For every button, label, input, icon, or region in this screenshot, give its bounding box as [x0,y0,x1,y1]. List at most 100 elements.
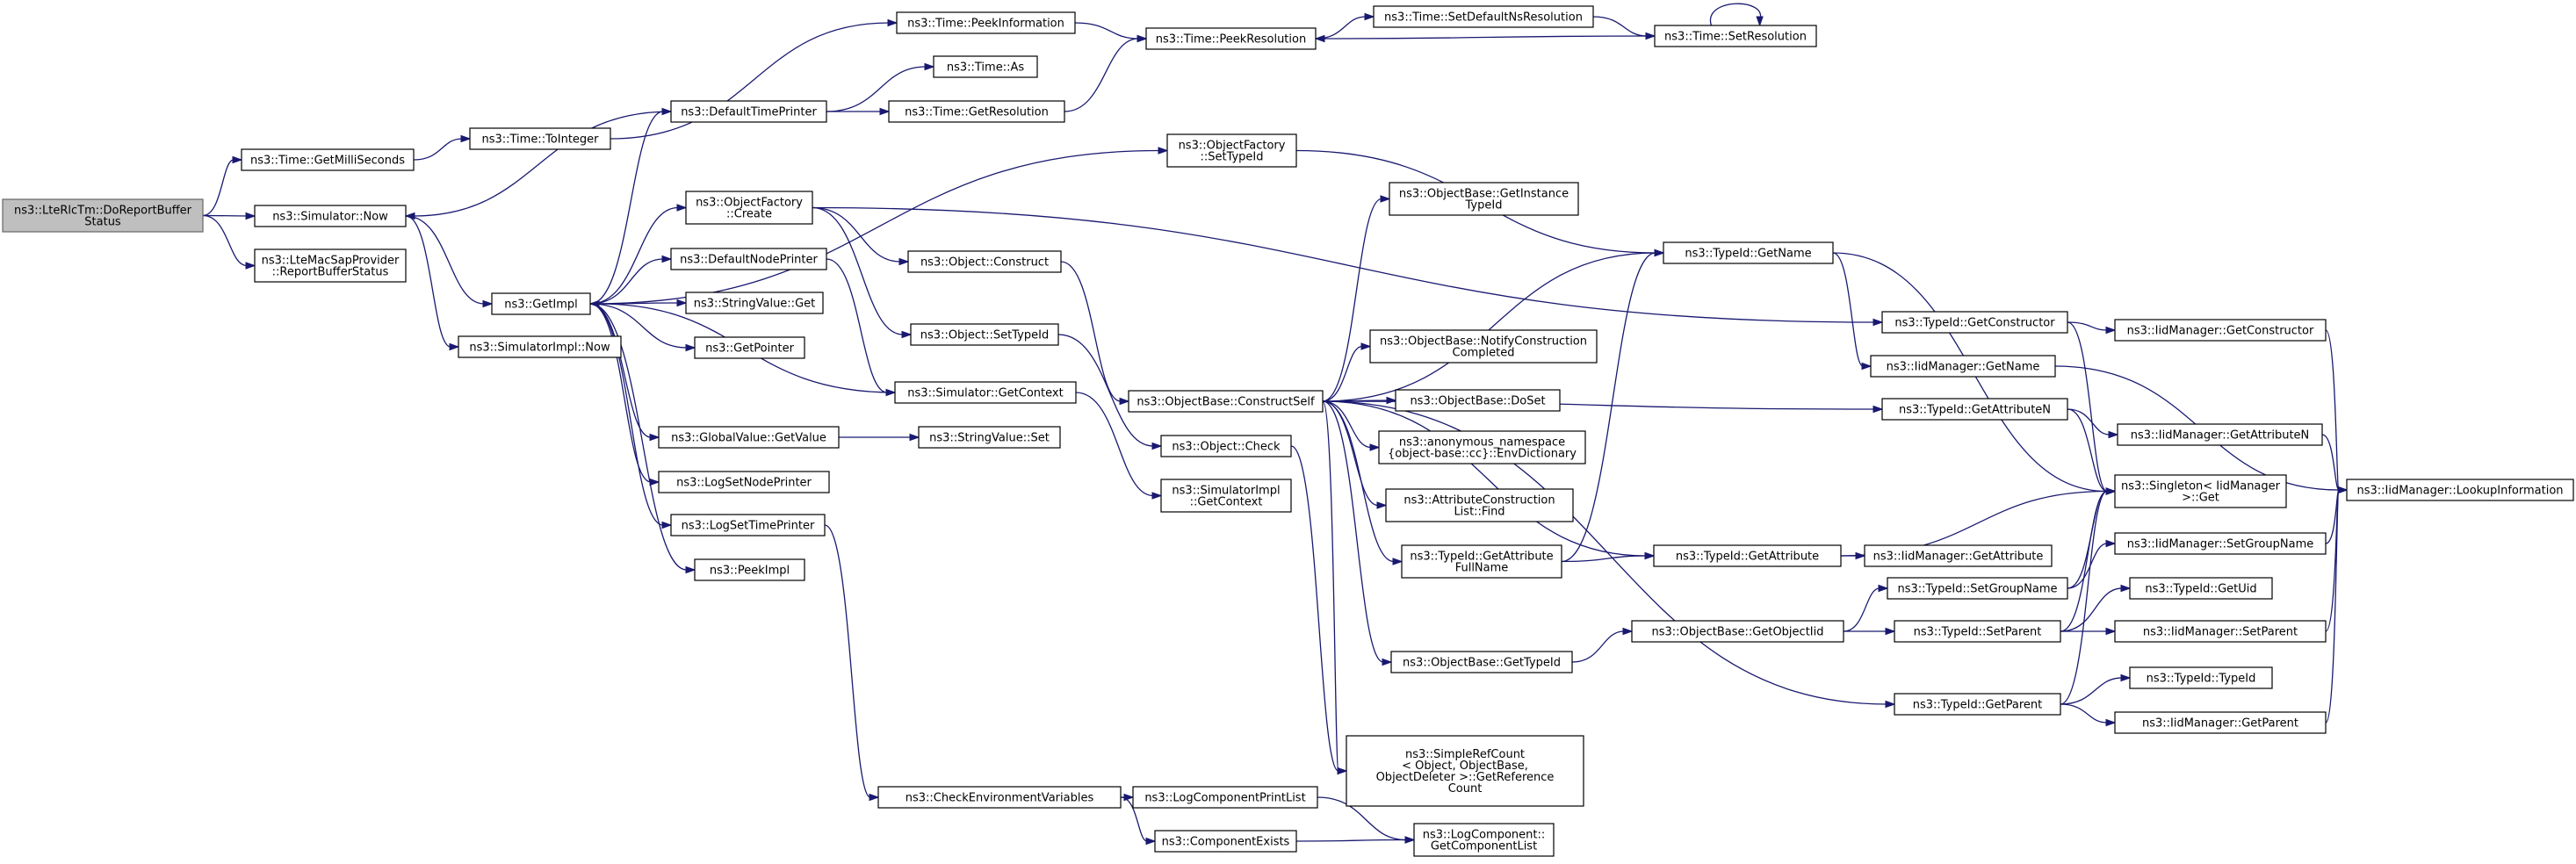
node-obgettid[interactable]: ns3::ObjectBase::GetTypeId [1390,651,1573,673]
node-label: ns3::GetPointer [705,342,794,356]
node-label: ns3::IidManager::GetAttributeN [2131,429,2310,443]
node-logtp[interactable]: ns3::LogSetTimePrinter [670,514,826,536]
node-tidgetattr[interactable]: ns3::TypeId::GetAttribute [1653,544,1842,567]
edge-line [405,215,485,305]
node-svget[interactable]: ns3::StringValue::Get [685,292,824,314]
node-label: ns3::Time::PeekResolution [1156,33,1306,47]
node-label: ns3::ComponentExists [1162,836,1290,849]
edge-line [589,206,679,305]
node-iidlookup[interactable]: ns3::IidManager::LookupInformation [2346,479,2574,501]
node-iidgetattr[interactable]: ns3::IidManager::GetAttribute [1864,544,2053,567]
node-lcgetlist[interactable]: ns3::LogComponent::GetComponentList [1413,823,1555,857]
node-objcheck[interactable]: ns3::Object::Check [1160,435,1292,457]
node-iidgetctor[interactable]: ns3::IidManager::GetConstructor [2114,319,2327,342]
arrowhead [460,134,472,143]
node-tidgetname[interactable]: ns3::TypeId::GetName [1663,241,1834,264]
node-simimplnow[interactable]: ns3::SimulatorImpl::Now [458,335,622,358]
node-getms[interactable]: ns3::Time::GetMilliSeconds [241,148,415,171]
arrowhead [1380,195,1391,203]
node-logcpl[interactable]: ns3::LogComponentPrintList [1132,786,1318,809]
node-label: ns3::Object::SetTypeId [920,329,1049,342]
node-simimplctx[interactable]: ns3::SimulatorImpl::GetContext [1160,479,1292,513]
node-peekinfo[interactable]: ns3::Time::PeekInformation [896,11,1076,34]
node-getptr[interactable]: ns3::GetPointer [694,336,805,359]
node-iidgetattrn[interactable]: ns3::IidManager::GetAttributeN [2117,423,2323,446]
node-box [469,127,611,150]
node-tidsetgroup[interactable]: ns3::TypeId::SetGroupName [1887,577,2068,600]
arrowhead [1654,248,1665,257]
node-box [1128,390,1324,413]
edge-line [2060,490,2108,705]
node-box [1378,430,1586,464]
node-box [1401,544,1562,579]
node-tidgetparent[interactable]: ns3::TypeId::GetParent [1894,693,2061,716]
edge-obcself-to-tidgetattrfull [1322,400,1403,565]
node-box [933,55,1038,78]
node-iidgetparent[interactable]: ns3::IidManager::GetParent [2114,711,2327,734]
node-label: ns3::LogComponent:: [1423,829,1546,842]
node-simnow[interactable]: ns3::Simulator::Now [254,205,407,227]
node-iidsetgroup[interactable]: ns3::IidManager::SetGroupName [2114,532,2327,555]
edge-line [812,206,1875,323]
edge-getimpl-to-ofsettid [589,147,1169,305]
edge-line [1315,16,1367,40]
node-gvget[interactable]: ns3::GlobalValue::GetValue [658,426,840,449]
edge-line [824,524,871,798]
node-tidgetuid[interactable]: ns3::TypeId::GetUid [2129,577,2273,600]
edge-line [589,258,664,305]
node-tidgetattrn[interactable]: ns3::TypeId::GetAttributeN [1881,398,2068,421]
node-objsettid[interactable]: ns3::Object::SetTypeId [910,323,1059,346]
node-getres[interactable]: ns3::Time::GetResolution [888,100,1065,123]
node-obnotify[interactable]: ns3::ObjectBase::NotifyConstructionCompl… [1369,329,1598,364]
node-tidsetparent[interactable]: ns3::TypeId::SetParent [1894,620,2061,643]
edge-ofcreate-to-objsettid [812,206,913,339]
node-peekres[interactable]: ns3::Time::PeekResolution [1145,27,1317,50]
node-ofcreate[interactable]: ns3::ObjectFactory::Create [685,191,813,225]
node-box [1166,133,1297,168]
edge-line [202,159,235,217]
node-iidgetname[interactable]: ns3::IidManager::GetName [1870,355,2056,378]
node-label: ns3::Time::ToInteger [481,133,599,147]
node-label: ns3::TypeId::SetParent [1914,626,2042,639]
node-iidsetparent[interactable]: ns3::IidManager::SetParent [2114,620,2327,643]
node-getimpl[interactable]: ns3::GetImpl [491,292,591,315]
node-obcself[interactable]: ns3::ObjectBase::ConstructSelf [1128,390,1324,413]
node-setdefns[interactable]: ns3::Time::SetDefaultNsResolution [1373,5,1594,28]
node-ofsettid[interactable]: ns3::ObjectFactory::SetTypeId [1166,133,1297,168]
edge-tidsetgroup-to-iidsetgroup [2067,539,2117,589]
node-simgetctx[interactable]: ns3::Simulator::GetContext [894,381,1077,404]
node-compexists[interactable]: ns3::ComponentExists [1154,830,1297,853]
node-singleton[interactable]: ns3::Singleton< IidManager>::Get [2114,474,2287,508]
node-lognp[interactable]: ns3::LogSetNodePrinter [658,471,830,493]
node-srcgetref[interactable]: ns3::SimpleRefCount< Object, ObjectBase,… [1346,735,1584,807]
node-defnp[interactable]: ns3::DefaultNodePrinter [670,248,827,270]
node-setres[interactable]: ns3::Time::SetResolution [1654,25,1817,47]
edge-line [812,206,901,263]
node-deftp[interactable]: ns3::DefaultTimePrinter [670,100,827,123]
node-box [1654,25,1817,47]
node-box [894,381,1077,404]
arrowhead [1364,12,1375,21]
node-envdict[interactable]: ns3::anonymous_namespace{object-base::cc… [1378,430,1586,464]
node-timeas[interactable]: ns3::Time::As [933,55,1038,78]
node-toint[interactable]: ns3::Time::ToInteger [469,127,611,150]
node-peekimpl[interactable]: ns3::PeekImpl [694,558,805,581]
node-svset[interactable]: ns3::StringValue::Set [918,426,1061,449]
edge-simnow-to-simimplnow [405,215,460,351]
node-tidtypeid[interactable]: ns3::TypeId::TypeId [2129,666,2273,689]
node-checkenv[interactable]: ns3::CheckEnvironmentVariables [877,786,1122,809]
edge-getres-to-peekres [1064,34,1148,112]
node-tidgetctor[interactable]: ns3::TypeId::GetConstructor [1881,311,2068,334]
arrowhead [1151,492,1163,500]
node-obdoset[interactable]: ns3::ObjectBase::DoSet [1395,389,1561,412]
node-obgetoiid[interactable]: ns3::ObjectBase::GetObjectIid [1631,620,1844,643]
node-objconstruct[interactable]: ns3::Object::Construct [907,250,1062,273]
node-macsap[interactable]: ns3::LteMacSapProvider::ReportBufferStat… [254,248,407,283]
arrowhead [2120,584,2132,593]
node-label: ns3::Object::Check [1172,441,1281,454]
